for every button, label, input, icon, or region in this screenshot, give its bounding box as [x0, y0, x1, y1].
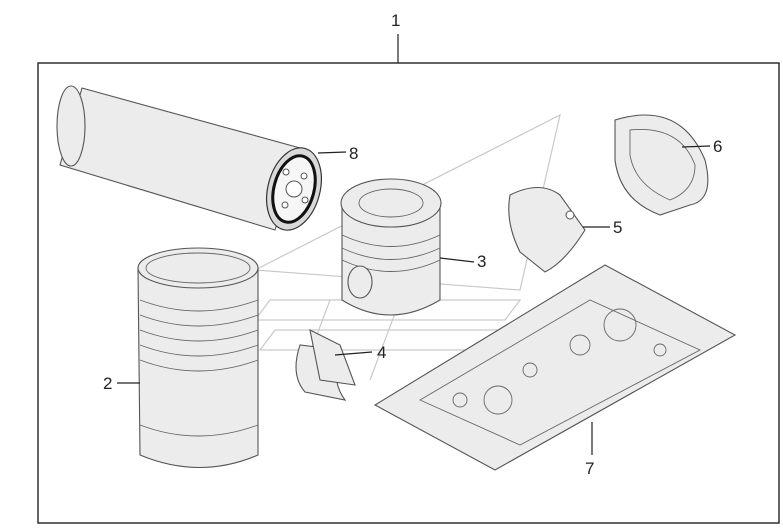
filter-part [56, 85, 322, 231]
piston-part [340, 178, 442, 316]
callout-labels: 1 2 3 4 5 6 7 8 [103, 11, 722, 478]
gasket-set-part [373, 264, 737, 471]
callout-2: 2 [103, 374, 112, 393]
leader-lines [117, 34, 711, 455]
callout-6: 6 [713, 137, 722, 156]
cylinder-liner-part [137, 247, 259, 469]
callout-7: 7 [585, 459, 594, 478]
bearing-shell-small-part [295, 329, 356, 401]
bearing-shell-large-part [508, 186, 586, 273]
callout-5: 5 [613, 218, 622, 237]
callout-4: 4 [377, 343, 386, 362]
callout-8: 8 [349, 144, 358, 163]
callout-1: 1 [391, 11, 400, 30]
kit-frame [37, 62, 780, 524]
thrust-washer-part [614, 114, 709, 216]
callout-3: 3 [477, 252, 486, 271]
